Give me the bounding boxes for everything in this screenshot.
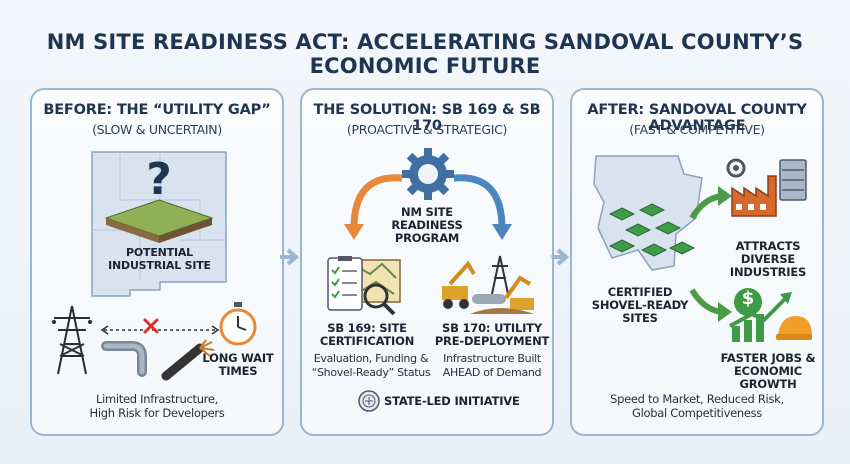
- site-label-line1: POTENTIAL: [126, 246, 193, 259]
- sb170-desc-line1: Infrastructure Built: [443, 352, 541, 365]
- page-title: NM SITE READINESS ACT: ACCELERATING SAND…: [46, 30, 804, 78]
- before-subheading: (SLOW & UNCERTAIN): [92, 122, 222, 137]
- before-footer-line2: High Risk for Developers: [89, 406, 225, 420]
- industrial-site-plot-icon: [104, 199, 214, 243]
- green-arrow-down: [689, 288, 732, 322]
- sites-line3: SITES: [622, 311, 658, 325]
- program-line2: READINESS: [391, 218, 463, 232]
- blue-cycle-arrow: [453, 174, 512, 240]
- jobs-line2: ECONOMIC GROWTH: [733, 364, 803, 391]
- solution-panel: THE SOLUTION: SB 169 & SB 170 (PROACTIVE…: [300, 88, 554, 436]
- program-line1: NM SITE: [401, 205, 453, 219]
- solution-heading: THE SOLUTION: SB 169 & SB 170: [313, 102, 541, 134]
- before-panel: BEFORE: THE “UTILITY GAP” (SLOW & UNCERT…: [30, 88, 284, 436]
- flow-arrow-1: [280, 248, 300, 266]
- power-tower-icon: [52, 305, 92, 375]
- sb169-desc-line2: “Shovel-Ready” Status: [311, 366, 431, 379]
- gear-icon: [402, 148, 454, 200]
- sb170-title-line2: PRE-DEPLOYMENT: [434, 334, 550, 348]
- after-footer-line1: Speed to Market, Reduced Risk,: [610, 392, 784, 406]
- certified-sites-icon: [608, 203, 696, 257]
- state-seal-icon: [358, 390, 380, 412]
- green-arrow-up: [689, 186, 732, 220]
- construction-icon: [442, 255, 534, 314]
- industries-line3: INDUSTRIES: [729, 265, 807, 279]
- industries-line2: DIVERSE: [740, 252, 796, 266]
- sb170-desc-line2: AHEAD of Demand: [442, 366, 542, 379]
- before-footer-line1: Limited Infrastructure,: [96, 392, 218, 406]
- dollar-sign: $: [741, 288, 755, 309]
- stopwatch-icon: [219, 302, 257, 346]
- question-mark: ?: [146, 154, 172, 205]
- after-footer-line2: Global Competitiveness: [631, 406, 763, 420]
- after-panel: AFTER: SANDOVAL COUNTY ADVANTAGE (FAST &…: [570, 88, 824, 436]
- jobs-line1: FASTER JOBS &: [720, 351, 816, 365]
- state-led-label: STATE-LED INITIATIVE: [384, 394, 520, 408]
- red-x-icon: [143, 318, 159, 334]
- sb169-title-line2: CERTIFICATION: [319, 334, 415, 348]
- wait-label-line2: TIMES: [218, 364, 258, 378]
- sb169-title-line1: SB 169: SITE: [327, 321, 407, 335]
- program-line3: PROGRAM: [394, 231, 460, 245]
- sb169-desc-line1: Evaluation, Funding &: [313, 352, 429, 365]
- checklist-map-icon: [327, 256, 401, 316]
- site-label-line2: INDUSTRIAL SITE: [108, 259, 211, 272]
- solution-subheading: (PROACTIVE & STRATEGIC): [346, 122, 508, 137]
- disconnect-dotted-line: [100, 325, 220, 335]
- pipe-icon: [101, 341, 147, 377]
- cable-icon: [161, 339, 215, 381]
- orange-cycle-arrow: [344, 174, 403, 240]
- factory-server-icon: [726, 158, 807, 217]
- wait-label-line1: LONG WAIT: [202, 351, 274, 365]
- sb170-title-line1: SB 170: UTILITY: [442, 321, 542, 335]
- after-heading: AFTER: SANDOVAL COUNTY ADVANTAGE: [587, 102, 807, 134]
- growth-chart-icon: [729, 288, 812, 342]
- industries-line1: ATTRACTS: [735, 239, 801, 253]
- before-heading: BEFORE: THE “UTILITY GAP”: [43, 102, 271, 118]
- after-subheading: (FAST & COMPETITIVE): [629, 122, 765, 137]
- sites-line1: CERTIFIED: [607, 285, 673, 299]
- sites-line2: SHOVEL-READY: [591, 298, 689, 312]
